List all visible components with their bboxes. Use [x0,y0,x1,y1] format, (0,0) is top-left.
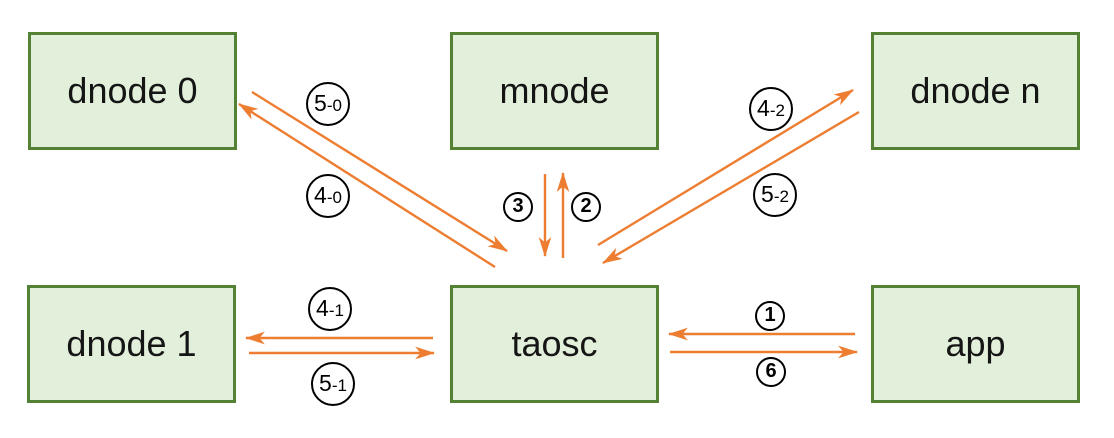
edge-label-5-0: 5-0 [306,82,350,126]
edge-label-6: 6 [756,357,786,387]
edge-label-2: 2 [571,192,601,222]
arrow-4-2-taosc-to-dnoden [597,88,854,247]
node-dnode0: dnode 0 [28,32,237,150]
node-taosc-label: taosc [511,323,598,364]
edge-label-5-2: 5-2 [753,173,797,217]
arrow-4-0-taosc-to-dnode0 [238,102,496,269]
arrow-5-2-dnoden-to-taosc [602,110,860,265]
edge-label-5-1: 5-1 [311,362,355,406]
edge-label-4-1: 4-1 [308,287,352,331]
node-dnoden: dnode n [871,32,1080,150]
node-app-label: app [945,323,1006,364]
edge-label-4-2: 4-2 [749,87,793,131]
node-dnode0-label: dnode 0 [67,70,198,111]
node-dnode1: dnode 1 [27,285,236,403]
node-dnode1-label: dnode 1 [66,323,197,364]
node-taosc: taosc [450,285,659,403]
node-mnode: mnode [450,32,659,150]
edge-label-4-0: 4-0 [306,174,350,218]
edge-label-1: 1 [755,301,785,331]
node-app: app [871,285,1080,403]
node-dnoden-label: dnode n [910,70,1041,111]
arrow-5-0-dnode0-to-taosc [251,90,508,253]
node-mnode-label: mnode [499,70,610,111]
edge-label-3: 3 [503,192,533,222]
